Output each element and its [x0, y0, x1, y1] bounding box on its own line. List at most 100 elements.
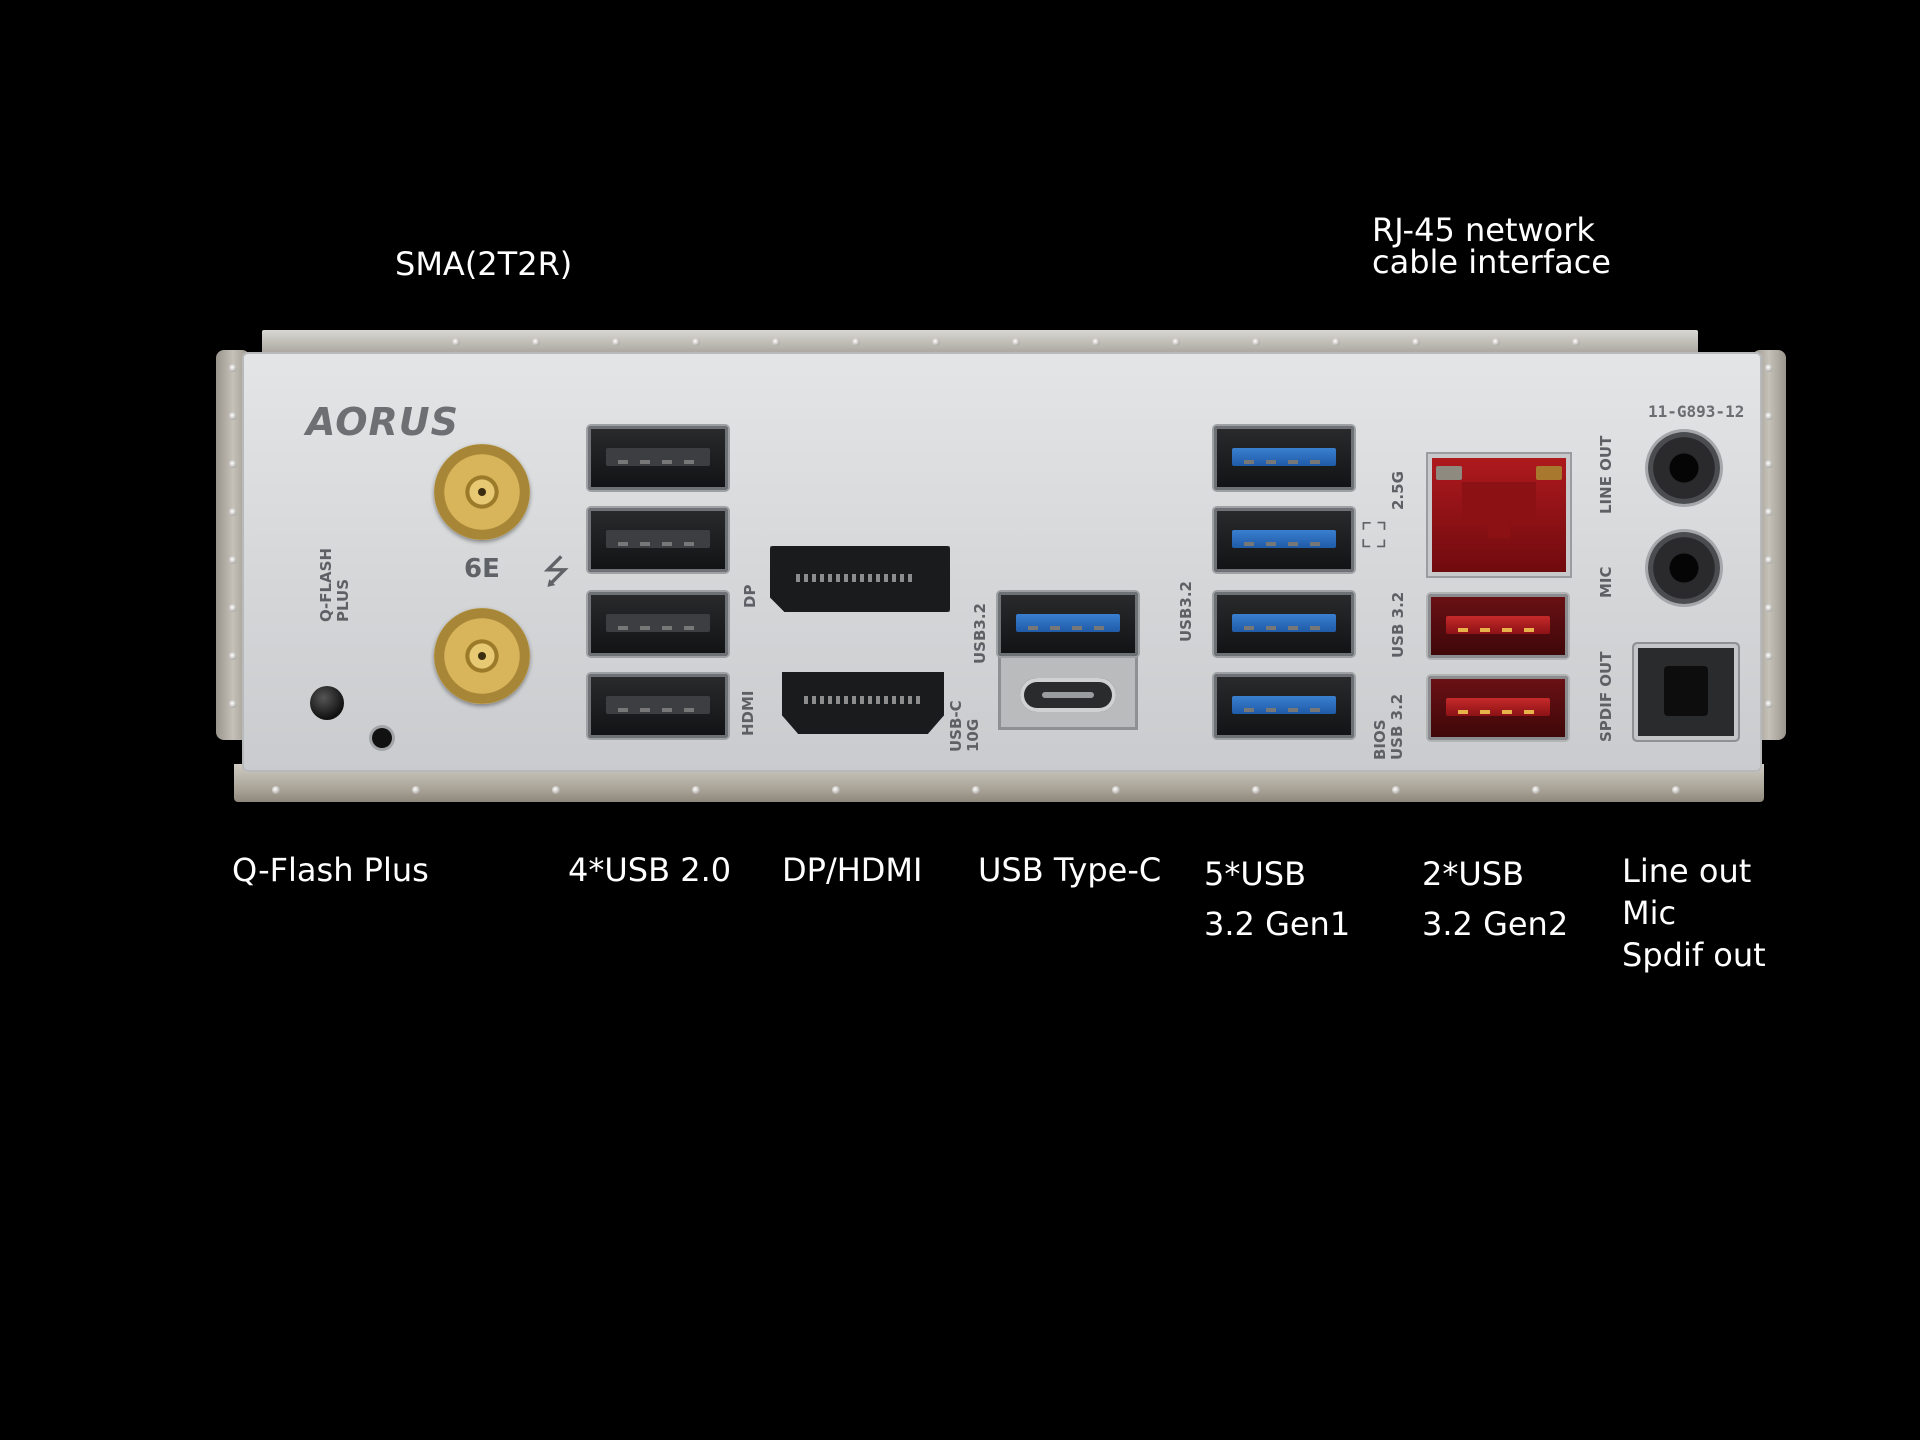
rivet [1492, 338, 1500, 346]
rivet [692, 786, 700, 794]
label-bios-line1: BIOS [1371, 719, 1389, 760]
part-number: 11-G893-12 [1648, 402, 1745, 421]
hdmi-port[interactable] [782, 672, 944, 734]
rivet [1252, 338, 1260, 346]
rivet [1112, 786, 1120, 794]
rivet [772, 338, 780, 346]
rivet [612, 338, 620, 346]
rivet [229, 460, 237, 468]
rivet [852, 338, 860, 346]
callout-usb32gen1-line1: 5*USB [1204, 855, 1307, 893]
usb32-port-4[interactable] [1214, 674, 1354, 738]
rivet [552, 786, 560, 794]
rivet [1392, 786, 1400, 794]
rivet [1412, 338, 1420, 346]
rivet [1092, 338, 1100, 346]
label-spdif: SPDIF OUT [1597, 651, 1615, 742]
callout-usb32gen1-line2: 3.2 Gen1 [1204, 904, 1351, 943]
usb32-port-top[interactable] [998, 592, 1138, 656]
rivet [1765, 460, 1773, 468]
usb32-gen2-port-1[interactable] [1428, 594, 1568, 658]
rivet [229, 652, 237, 660]
line-out-jack[interactable] [1648, 432, 1720, 504]
rivet [412, 786, 420, 794]
label-qflash: Q-FLASH PLUS [317, 547, 352, 622]
rivet [229, 412, 237, 420]
label-line-out: LINE OUT [1597, 435, 1615, 514]
label-bios-line2: USB 3.2 [1387, 693, 1406, 760]
callout-rj45-line2: cable interface [1372, 243, 1611, 281]
label-usbc-line1: USB-C [947, 700, 965, 752]
label-mic: MIC [1597, 566, 1615, 598]
callout-audio-line2: Mic [1622, 894, 1677, 933]
spdif-out-port[interactable] [1634, 644, 1738, 740]
rivet [832, 786, 840, 794]
usb-icon: ⭍ [542, 552, 571, 592]
network-icon: ⛶ [1362, 516, 1386, 556]
rivet [229, 556, 237, 564]
usb20-port-3[interactable] [588, 592, 728, 656]
rivet [1765, 412, 1773, 420]
rivet [1012, 338, 1020, 346]
sma-antenna-connector-2[interactable] [434, 608, 530, 704]
rivet [452, 338, 460, 346]
rivet [532, 338, 540, 346]
rivet [1765, 508, 1773, 516]
label-usb32-a: USB3.2 [971, 603, 989, 664]
displayport[interactable] [770, 546, 950, 612]
usb32-port-1[interactable] [1214, 426, 1354, 490]
callout-qflash: Q-Flash Plus [232, 851, 429, 889]
callout-audio-line1: Line out [1622, 852, 1752, 890]
qflash-button[interactable] [310, 686, 344, 720]
rivet [1765, 652, 1773, 660]
rivet [229, 604, 237, 612]
mic-jack[interactable] [1648, 532, 1720, 604]
rivet [1765, 604, 1773, 612]
aorus-logo: AORUS [306, 400, 460, 444]
usb32-gen2-bios-port[interactable] [1428, 676, 1568, 740]
rivet [229, 364, 237, 372]
label-qflash-line1: Q-FLASH [317, 547, 335, 622]
wifi6e-icon: 6E [464, 554, 500, 584]
sma-antenna-connector-1[interactable] [434, 444, 530, 540]
rivet [272, 786, 280, 794]
label-bios: BIOS USB 3.2 [1371, 693, 1406, 760]
rj45-lan-port[interactable] [1428, 454, 1570, 576]
rivet [1765, 700, 1773, 708]
io-shield: AORUS 11-G893-12 Q-FLASH PLUS 6E ⭍ DP HD… [212, 324, 1792, 808]
rivet [692, 338, 700, 346]
rivet [1765, 364, 1773, 372]
label-usbc-line2: 10G [963, 718, 982, 752]
callout-usb32gen2: 2*USB 3.2 Gen2 [1422, 850, 1568, 949]
label-lan: 2.5G [1389, 471, 1407, 510]
usb20-port-4[interactable] [588, 674, 728, 738]
usb32-port-3[interactable] [1214, 592, 1354, 656]
callout-usb32gen2-line1: 2*USB [1422, 855, 1525, 893]
callout-audio: Line out Mic Spdif out [1622, 850, 1766, 977]
label-hdmi: HDMI [739, 690, 757, 736]
rivet [1332, 338, 1340, 346]
rivet [229, 700, 237, 708]
rivet [1252, 786, 1260, 794]
rivet [932, 338, 940, 346]
callout-usb32gen1: 5*USB 3.2 Gen1 [1204, 850, 1350, 949]
callout-usb20: 4*USB 2.0 [568, 851, 732, 889]
shield-top-rail [262, 330, 1698, 354]
label-qflash-line2: PLUS [333, 578, 352, 622]
callout-sma: SMA(2T2R) [395, 245, 573, 283]
callout-rj45-line1: RJ-45 network [1372, 211, 1595, 249]
usb20-port-1[interactable] [588, 426, 728, 490]
rivet [1765, 556, 1773, 564]
usb-typec-port[interactable] [1020, 678, 1116, 712]
callout-dphdmi: DP/HDMI [782, 851, 923, 889]
rivet [1172, 338, 1180, 346]
rivet [1672, 786, 1680, 794]
callout-audio-line3: Spdif out [1622, 936, 1766, 975]
callout-rj45: RJ-45 network cable interface [1372, 214, 1611, 278]
usb20-port-2[interactable] [588, 508, 728, 572]
usb32-port-2[interactable] [1214, 508, 1354, 572]
rivet [1572, 338, 1580, 346]
label-usb32-c: USB 3.2 [1389, 591, 1407, 658]
clear-cmos-hole [372, 728, 392, 748]
rivet [1532, 786, 1540, 794]
